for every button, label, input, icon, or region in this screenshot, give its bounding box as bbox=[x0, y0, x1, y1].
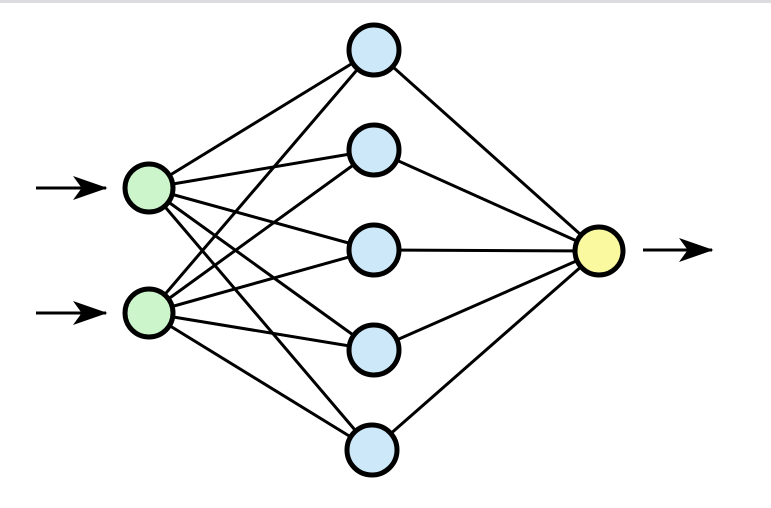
edge-hidden-3-output-1 bbox=[373, 248, 600, 253]
edge-input-1-hidden-3 bbox=[148, 186, 375, 252]
node-output-1 bbox=[572, 224, 626, 278]
node-hidden-5 bbox=[344, 422, 400, 478]
edge-hidden-4-output-1 bbox=[373, 249, 600, 352]
edge-input-2-hidden-1 bbox=[147, 49, 376, 314]
node-input-2 bbox=[122, 286, 176, 340]
edge-hidden-2-output-1 bbox=[373, 148, 600, 253]
edge-input-2-hidden-5 bbox=[148, 311, 373, 452]
node-hidden-2 bbox=[346, 122, 402, 178]
edge-input-1-hidden-4 bbox=[148, 186, 375, 352]
edge-input-2-hidden-2 bbox=[148, 148, 375, 315]
edge-input-2-hidden-3 bbox=[148, 248, 375, 315]
edge-input-2-hidden-4 bbox=[148, 311, 375, 352]
node-hidden-3 bbox=[346, 222, 402, 278]
edge-input-1-hidden-5 bbox=[147, 187, 374, 451]
arrows-layer bbox=[36, 176, 714, 325]
edges-layer bbox=[147, 48, 600, 452]
edge-hidden-1-output-1 bbox=[373, 48, 600, 253]
node-input-1 bbox=[122, 161, 176, 215]
edge-input-1-hidden-1 bbox=[148, 48, 375, 190]
window-top-border bbox=[0, 0, 771, 3]
edge-input-1-hidden-2 bbox=[148, 148, 375, 190]
edge-hidden-5-output-1 bbox=[371, 249, 600, 452]
nodes-layer bbox=[122, 22, 626, 478]
node-hidden-4 bbox=[346, 322, 402, 378]
node-hidden-1 bbox=[346, 22, 402, 78]
